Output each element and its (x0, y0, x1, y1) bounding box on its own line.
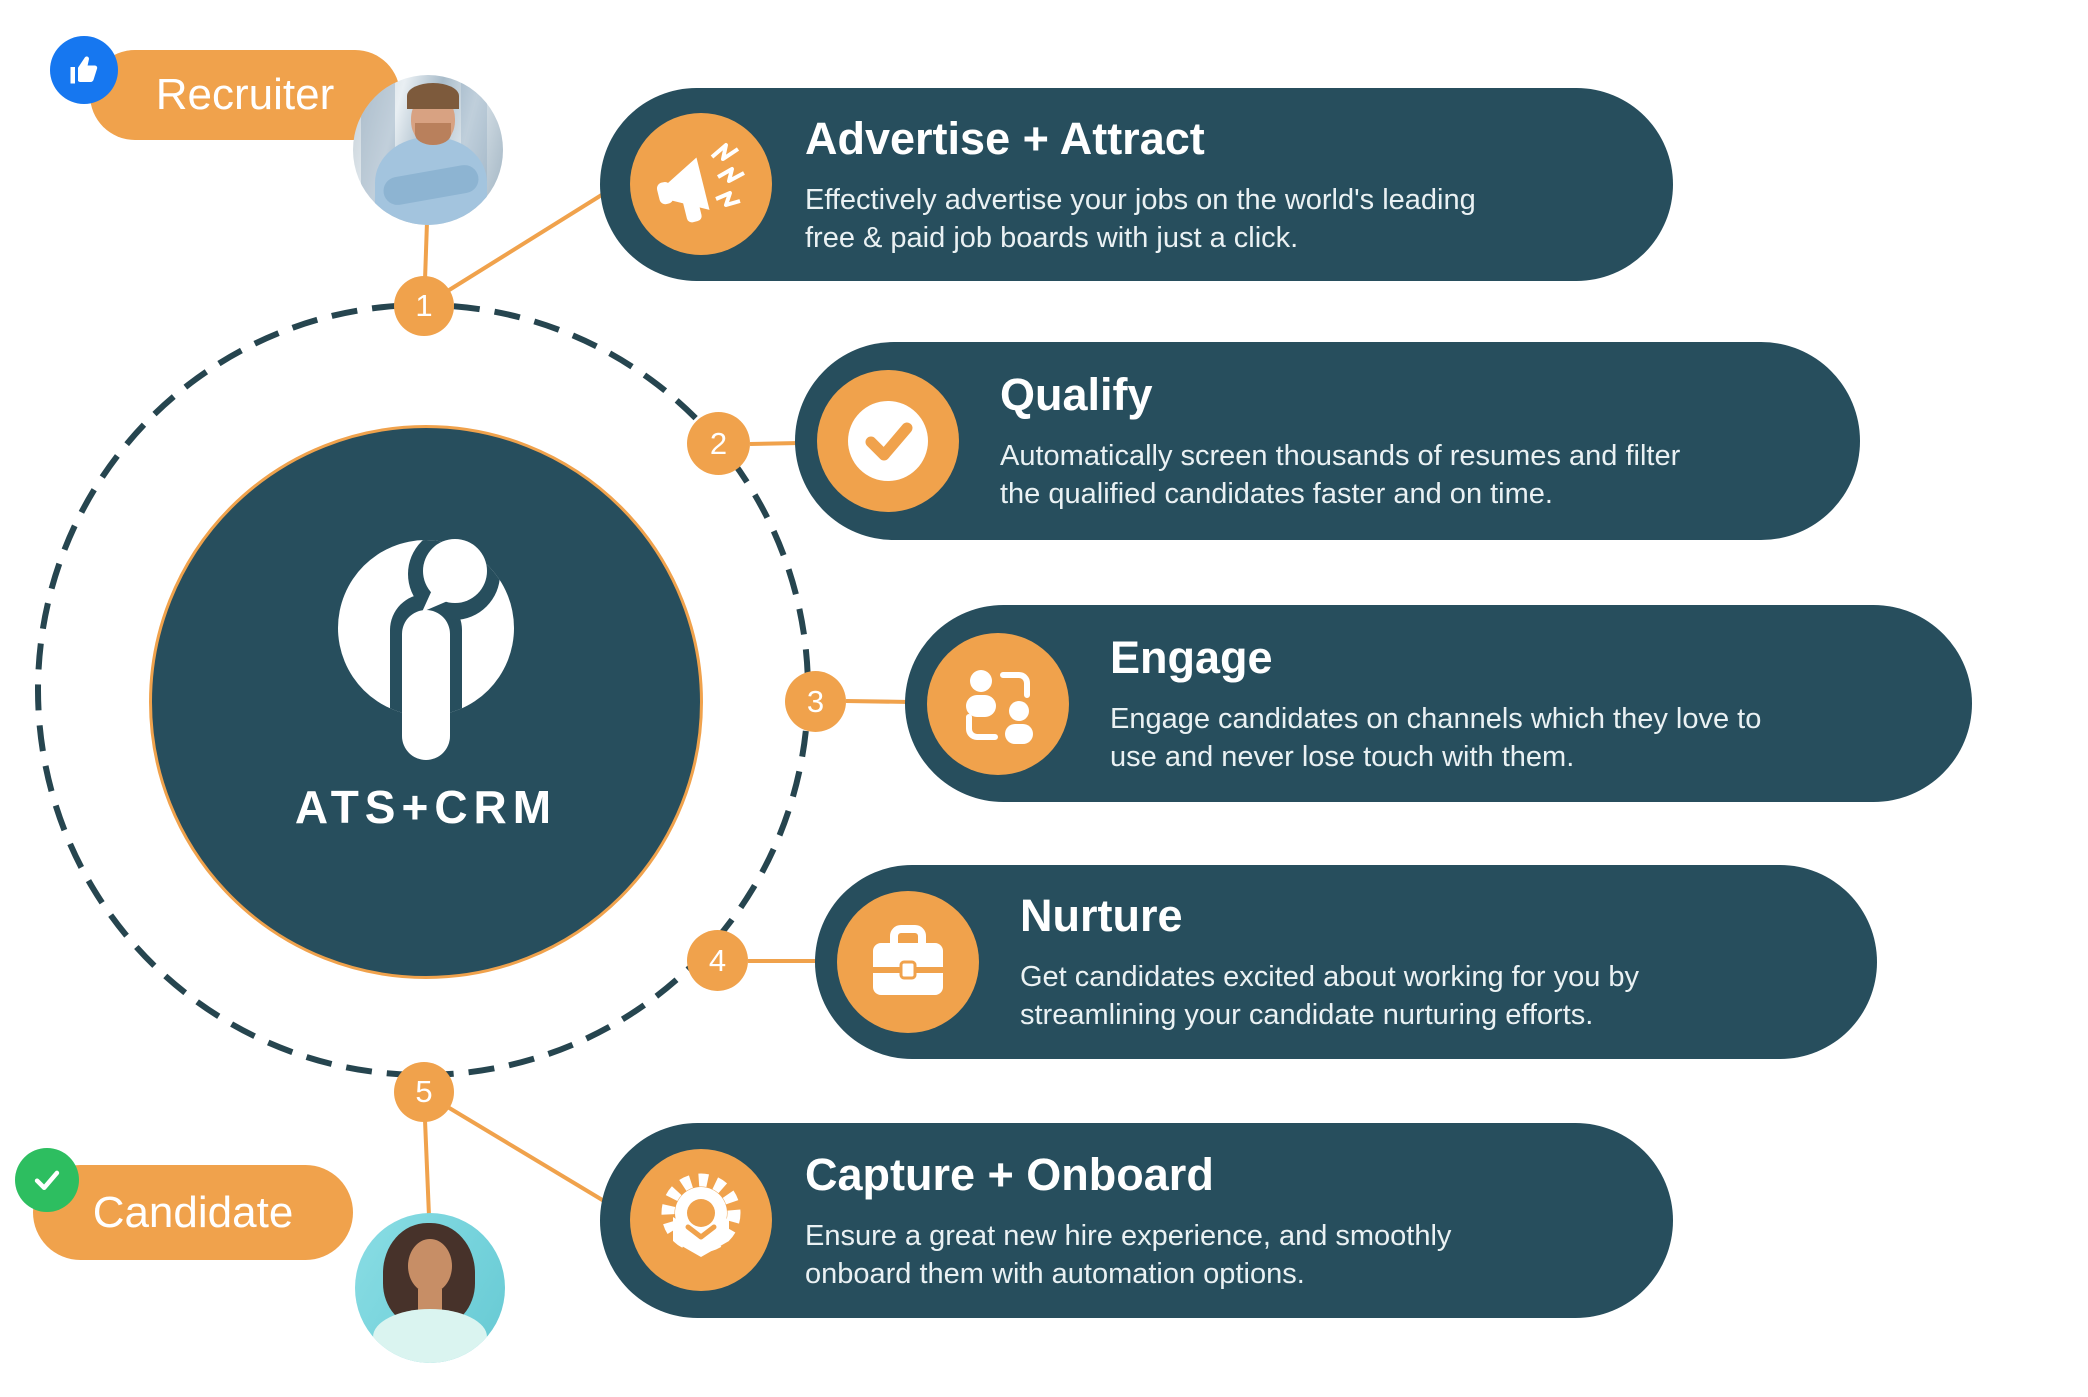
step-desc-line1: Effectively advertise your jobs on the w… (805, 183, 1476, 216)
node-number: 1 (415, 288, 433, 323)
node-number: 4 (708, 942, 727, 978)
briefcase-icon (873, 925, 943, 995)
step-card-capture: Capture + Onboard Ensure a great new hir… (600, 1123, 1673, 1318)
recruiter-label: Recruiter (155, 70, 335, 119)
step-desc-line1: Get candidates excited about working for… (1020, 961, 1640, 993)
check-icon (34, 1170, 60, 1191)
candidate-photo (355, 1213, 505, 1363)
step-desc-line2: onboard them with automation options. (805, 1257, 1305, 1290)
handshake-gear-icon (661, 1173, 741, 1257)
step-title: Capture + Onboard (805, 1148, 1214, 1200)
step-number-node-1: 1 (394, 276, 454, 336)
step-icon-circle (837, 891, 979, 1033)
step-desc-line2: use and never lose touch with them. (1110, 740, 1575, 773)
candidate-badge (15, 1148, 79, 1212)
step-desc-line2: streamlining your candidate nurturing ef… (1020, 999, 1594, 1031)
step-desc-line1: Automatically screen thousands of resume… (1000, 440, 1681, 472)
step-card-qualify: Qualify Automatically screen thousands o… (795, 342, 1860, 540)
step-title: Engage (1110, 631, 1273, 683)
candidate-pill: Candidate (33, 1165, 353, 1260)
check-circle-icon (848, 401, 928, 481)
center-hub-circle: ATS+CRM (149, 425, 703, 979)
recruiter-pill: Recruiter (90, 50, 400, 140)
step-desc-line2: free & paid job boards with just a click… (805, 221, 1299, 254)
step-card-nurture: Nurture Get candidates excited about wor… (815, 865, 1877, 1059)
step-desc-line1: Engage candidates on channels which they… (1110, 702, 1762, 735)
step-number-node-2: 2 (687, 412, 750, 475)
brand-logo-icon (338, 539, 514, 760)
megaphone-icon (656, 143, 745, 223)
step-icon-circle (630, 113, 772, 255)
recruiter-badge (50, 36, 118, 104)
center-label: ATS+CRM (294, 781, 558, 833)
step-desc-line2: the qualified candidates faster and on t… (1000, 478, 1553, 510)
step-number-node-5: 5 (394, 1062, 454, 1122)
node-number: 3 (806, 683, 825, 719)
step-icon-circle (630, 1149, 772, 1291)
step-number-node-4: 4 (687, 930, 748, 991)
candidate-label: Candidate (92, 1187, 294, 1237)
recruiter-photo (353, 75, 503, 225)
step-icon-circle (927, 633, 1069, 775)
step-card-advertise: Advertise + Attract Effectively advertis… (600, 88, 1673, 281)
node-number: 5 (415, 1074, 433, 1109)
step-number-node-3: 3 (785, 671, 846, 732)
node-number: 2 (709, 425, 728, 461)
step-card-engage: Engage Engage candidates on channels whi… (905, 605, 1972, 802)
thumbs-up-icon (70, 56, 98, 84)
people-sync-icon (966, 670, 1033, 744)
step-desc-line1: Ensure a great new hire experience, and … (805, 1219, 1452, 1252)
step-icon-circle (817, 370, 959, 512)
step-title: Qualify (1000, 369, 1153, 420)
step-title: Nurture (1020, 890, 1183, 941)
step-title: Advertise + Attract (805, 112, 1205, 164)
